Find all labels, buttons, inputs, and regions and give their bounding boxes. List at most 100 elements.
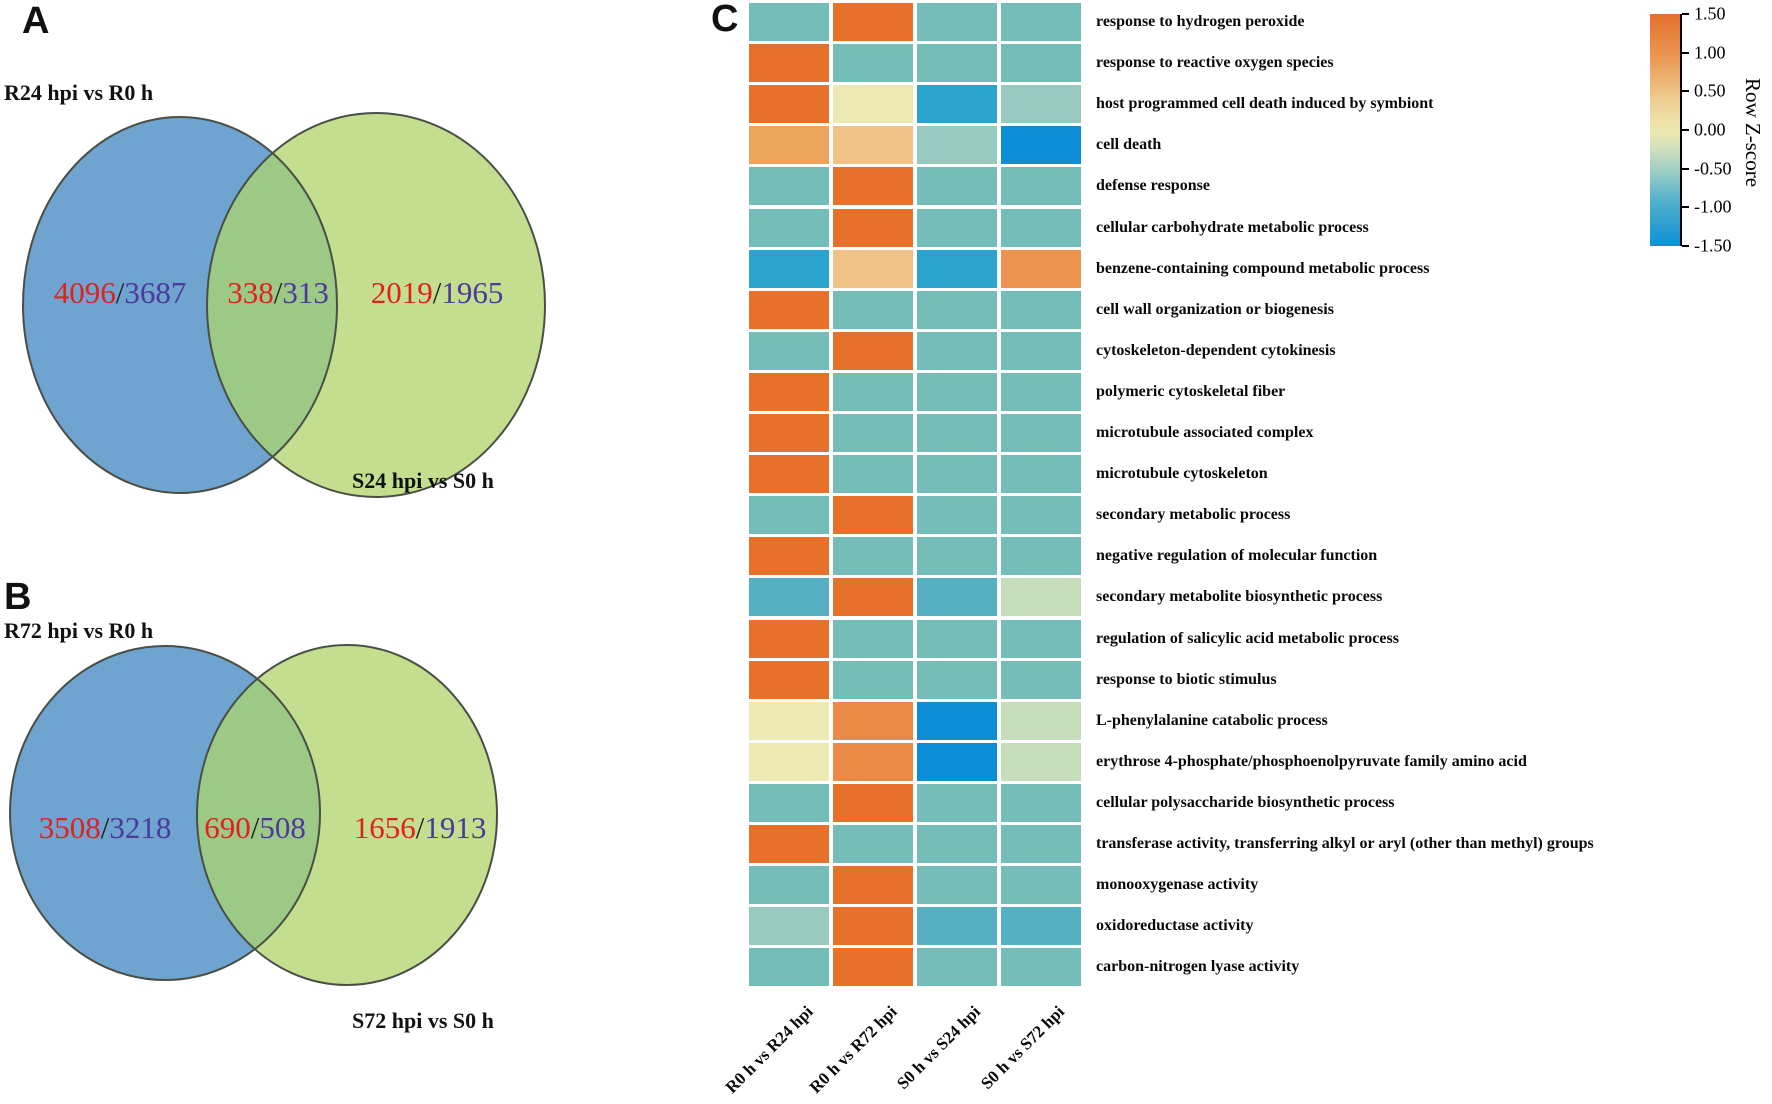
heatmap-cell: [917, 249, 997, 288]
heatmap-cell: [749, 825, 829, 863]
heatmap-row-label: secondary metabolic process: [1096, 506, 1291, 524]
heatmap-cell: [917, 578, 997, 617]
heatmap-cell: [833, 537, 913, 576]
heatmap-row-label: response to hydrogen peroxide: [1096, 13, 1305, 30]
colorbar-tick-label: 1.00: [1694, 42, 1726, 63]
heatmap-cell: [833, 85, 913, 124]
heatmap-row-label: polymeric cytoskeletal fiber: [1096, 382, 1286, 400]
venn-b-right-set-title: S72 hpi vs S0 h: [352, 1008, 494, 1033]
heatmap-cell: [1001, 414, 1081, 452]
heatmap-cell: [1001, 249, 1081, 288]
heatmap-cell: [833, 126, 913, 165]
heatmap-cell: [833, 578, 913, 617]
heatmap-row-label: negative regulation of molecular functio…: [1096, 547, 1378, 565]
heatmap-cell: [749, 290, 829, 329]
heatmap-cell: [1001, 3, 1081, 41]
heatmap-row-label: oxidoreductase activity: [1096, 917, 1254, 935]
venn-a-overlap-region: [207, 117, 337, 493]
up-count: 338: [227, 275, 274, 310]
heatmap-cell: [1001, 496, 1081, 535]
heatmap-cell: [1001, 783, 1081, 822]
colorbar-tick-label: 1.50: [1694, 3, 1726, 24]
venn-a-diagram: [22, 112, 546, 498]
heatmap-cell: [917, 537, 997, 576]
heatmap-cell: [833, 660, 913, 699]
heatmap-cell: [749, 496, 829, 535]
heatmap-cell: [833, 742, 913, 781]
venn-a-left-set-title: R24 hpi vs R0 h: [4, 80, 154, 105]
panel-b-letter: B: [4, 576, 32, 618]
heatmap-row-label: microtubule cytoskeleton: [1096, 465, 1268, 483]
heatmap-column-label: S0 h vs S72 hpi: [977, 1002, 1069, 1093]
heatmap-cell: [833, 825, 913, 863]
heatmap-cell: [917, 167, 997, 206]
heatmap-cell: [749, 372, 829, 411]
heatmap-row-label: monooxygenase activity: [1096, 876, 1259, 894]
up-count: 690: [204, 810, 251, 845]
heatmap-cell: [833, 249, 913, 288]
heatmap-cell: [833, 372, 913, 411]
heatmap-cell: [917, 619, 997, 658]
colorbar-tick-mark: [1682, 51, 1689, 54]
colorbar-tick-mark: [1682, 245, 1689, 247]
venn-b-overlap-region: [197, 646, 320, 980]
colorbar-tick-mark: [1682, 206, 1689, 209]
heatmap-cell: [749, 208, 829, 247]
venn-b-overlap-counts: 690/508: [204, 810, 306, 845]
venn-b-left-set-title: R72 hpi vs R0 h: [4, 618, 154, 643]
heatmap-cell: [749, 866, 829, 905]
heatmap-row-label: cell wall organization or biogenesis: [1096, 300, 1334, 318]
heatmap-cell: [917, 701, 997, 740]
colorbar-tick-mark: [1682, 90, 1689, 93]
heatmap-cell: [749, 948, 829, 987]
heatmap-cell: [1001, 44, 1081, 83]
colorbar-tick-label: 0.00: [1694, 119, 1726, 140]
heatmap-row-label: cytoskeleton-dependent cytokinesis: [1096, 341, 1336, 359]
heatmap-cell: [833, 701, 913, 740]
heatmap-column-label: R0 h vs R24 hpi: [721, 1002, 817, 1097]
colorbar-title: Row Z-score: [1741, 77, 1765, 188]
venn-a-right-counts: 2019/1965: [370, 275, 504, 310]
heatmap-row-label: cellular carbohydrate metabolic process: [1096, 218, 1369, 236]
heatmap-row-label: host programmed cell death induced by sy…: [1096, 95, 1434, 113]
heatmap-cell: [1001, 537, 1081, 576]
venn-b-right-counts: 1656/1913: [353, 810, 487, 845]
heatmap-cell: [833, 167, 913, 206]
heatmap-cell: [1001, 208, 1081, 247]
heatmap-cell: [1001, 701, 1081, 740]
heatmap-cell: [917, 825, 997, 863]
up-count: 2019: [370, 275, 433, 310]
heatmap-cell: [917, 85, 997, 124]
heatmap-cell: [833, 290, 913, 329]
heatmap-row-label: L-phenylalanine catabolic process: [1096, 711, 1328, 729]
heatmap-cell: [1001, 948, 1081, 987]
heatmap-cell: [917, 455, 997, 494]
heatmap-cell: [917, 783, 997, 822]
heatmap-cell: [749, 660, 829, 699]
panel-a-letter: A: [22, 0, 50, 42]
heatmap-cell: [833, 496, 913, 535]
heatmap-cell: [833, 208, 913, 247]
heatmap-cell: [917, 3, 997, 41]
colorbar-tick-label: -0.50: [1694, 158, 1732, 179]
heatmap-cell: [833, 44, 913, 83]
heatmap-cell: [833, 907, 913, 946]
heatmap-row-label: carbon-nitrogen lyase activity: [1096, 958, 1300, 976]
heatmap-cell: [833, 948, 913, 987]
heatmap-cell: [1001, 825, 1081, 863]
heatmap-row-label: benzene-containing compound metabolic pr…: [1096, 259, 1430, 277]
down-count: 313: [282, 275, 329, 310]
colorbar-tick-mark: [1682, 13, 1689, 15]
heatmap-cell: [917, 742, 997, 781]
colorbar-tick-label: -1.00: [1694, 196, 1732, 217]
heatmap-cell: [1001, 660, 1081, 699]
heatmap-cell: [749, 742, 829, 781]
heatmap-cell: [917, 496, 997, 535]
heatmap-cell: [749, 783, 829, 822]
heatmap-cell: [1001, 167, 1081, 206]
heatmap-cell: [749, 701, 829, 740]
heatmap-cell: [1001, 907, 1081, 946]
heatmap-cell: [1001, 742, 1081, 781]
heatmap-cell: [1001, 126, 1081, 165]
